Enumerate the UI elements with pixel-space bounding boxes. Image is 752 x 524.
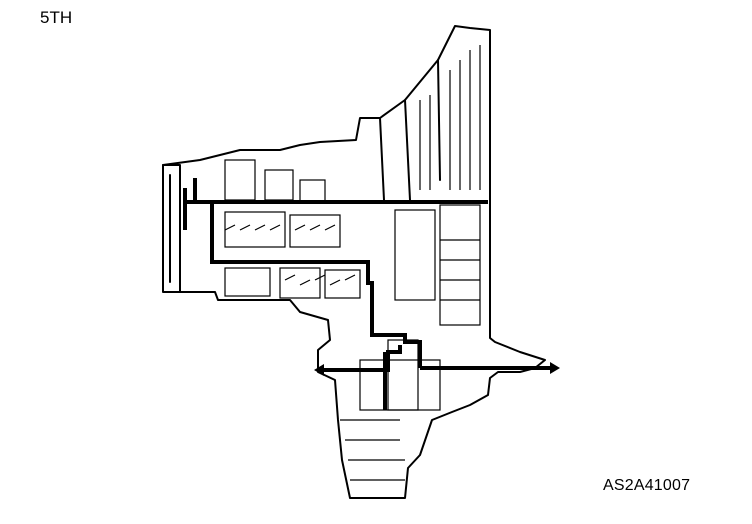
- torque-converter-core: [439, 204, 481, 326]
- housing-outline: [162, 25, 546, 499]
- gear-set-2: [264, 169, 294, 201]
- flow-drop-2: [210, 202, 422, 368]
- lower-gear-3: [324, 269, 361, 299]
- gear-set-3: [299, 179, 326, 203]
- right-output-arrow: [550, 362, 560, 374]
- transfer-gear: [394, 209, 436, 301]
- vertical-ribs: [419, 45, 481, 190]
- lower-gear-2: [279, 267, 321, 299]
- front-cover: [162, 164, 181, 293]
- output-shaft-flow: [322, 345, 550, 372]
- bell-detail-lines: [440, 239, 480, 301]
- gear-set-1: [224, 159, 256, 201]
- differential: [359, 359, 441, 411]
- bell-housing-line: [379, 59, 441, 201]
- upper-hatching: [224, 224, 336, 231]
- clutch-pack-2: [289, 214, 341, 248]
- figure-code-label: AS2A41007: [603, 477, 691, 494]
- left-output-arrow: [314, 364, 324, 376]
- flow-drop-1: [183, 178, 197, 230]
- gear-position-label: 5TH: [40, 8, 73, 27]
- lower-gear-1: [224, 267, 271, 297]
- lower-hatching: [284, 274, 356, 286]
- rear-extension: [340, 419, 405, 481]
